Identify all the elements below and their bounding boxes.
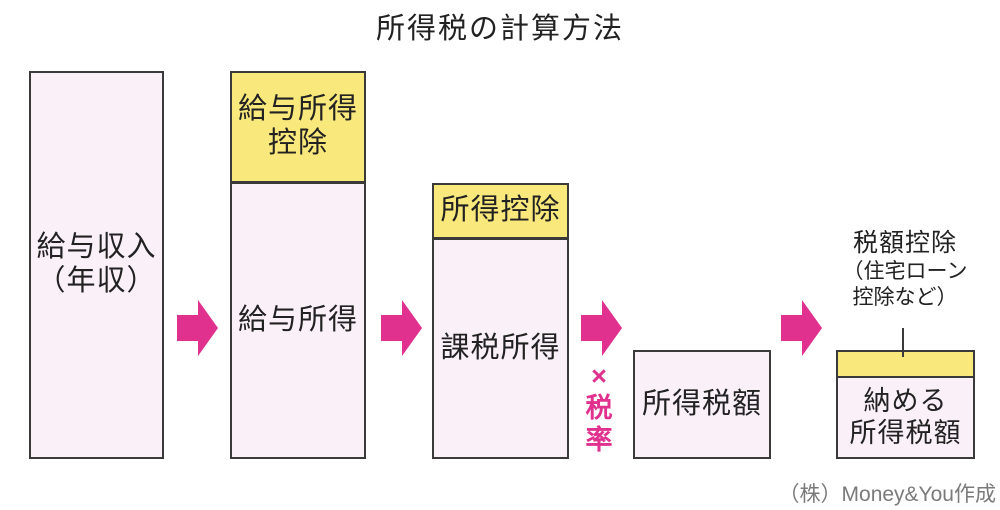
final-tax-amount-section: 納める 所得税額: [838, 378, 973, 457]
salary-deduction-line2: 控除: [267, 127, 328, 159]
final-tax-amount-label: 納める 所得税額: [850, 386, 962, 449]
box-salary-income: 給与所得 控除 給与所得: [230, 71, 366, 459]
right-arrow-icon: [781, 300, 822, 356]
final-tax-line2: 所得税額: [849, 417, 962, 448]
right-arrow-icon: [581, 300, 622, 356]
tax-credit-note-line3: 控除など）: [852, 285, 958, 309]
final-tax-line1: 納める: [863, 386, 948, 417]
box-taxable-income: 所得控除 課税所得: [432, 183, 569, 459]
income-deduction-label: 所得控除: [440, 194, 561, 227]
flow-arrow-3: [581, 300, 622, 356]
flow-arrow-2: [381, 300, 422, 356]
taxable-income-label: 課税所得: [440, 331, 561, 364]
taxable-income-section: 課税所得: [434, 240, 567, 457]
tax-credit-note: 税額控除 （住宅ローン 控除など）: [815, 228, 995, 310]
salary-deduction-label: 給与所得 控除: [238, 93, 358, 160]
diagram-title: 所得税の計算方法: [375, 13, 624, 45]
flow-arrow-1: [177, 300, 218, 356]
tax-credit-strip: [838, 352, 973, 378]
box-final-tax-amount: 納める 所得税額: [836, 350, 975, 459]
flow-arrow-4: [781, 300, 822, 356]
box-gross-salary: 給与収入 （年収）: [29, 71, 164, 459]
gross-salary-line2: （年収）: [36, 265, 157, 297]
salary-income-section: 給与所得: [232, 184, 364, 457]
tax-rate-multiplier: × 税 率: [584, 361, 614, 457]
income-tax-amount-label: 所得税額: [641, 387, 762, 420]
gross-salary-label: 給与収入 （年収）: [31, 231, 162, 298]
attribution-text: （株）Money&You作成: [778, 483, 996, 506]
gross-salary-line1: 給与収入: [36, 231, 157, 264]
salary-deduction-line1: 給与所得: [237, 93, 358, 126]
multiplier-char-ritsu: 率: [585, 424, 613, 455]
income-deduction-section: 所得控除: [434, 185, 567, 240]
right-arrow-icon: [381, 300, 422, 356]
salary-deduction-section: 給与所得 控除: [232, 73, 364, 184]
right-arrow-icon: [177, 300, 218, 356]
box-income-tax-amount: 所得税額: [633, 350, 771, 459]
salary-income-label: 給与所得: [237, 303, 358, 336]
tax-credit-note-title: 税額控除: [852, 229, 957, 257]
multiplier-times-sign: ×: [591, 361, 607, 391]
tax-credit-connector-line: [902, 328, 904, 357]
multiplier-char-zei: 税: [585, 392, 613, 423]
tax-credit-note-line2: （住宅ローン: [842, 260, 968, 284]
